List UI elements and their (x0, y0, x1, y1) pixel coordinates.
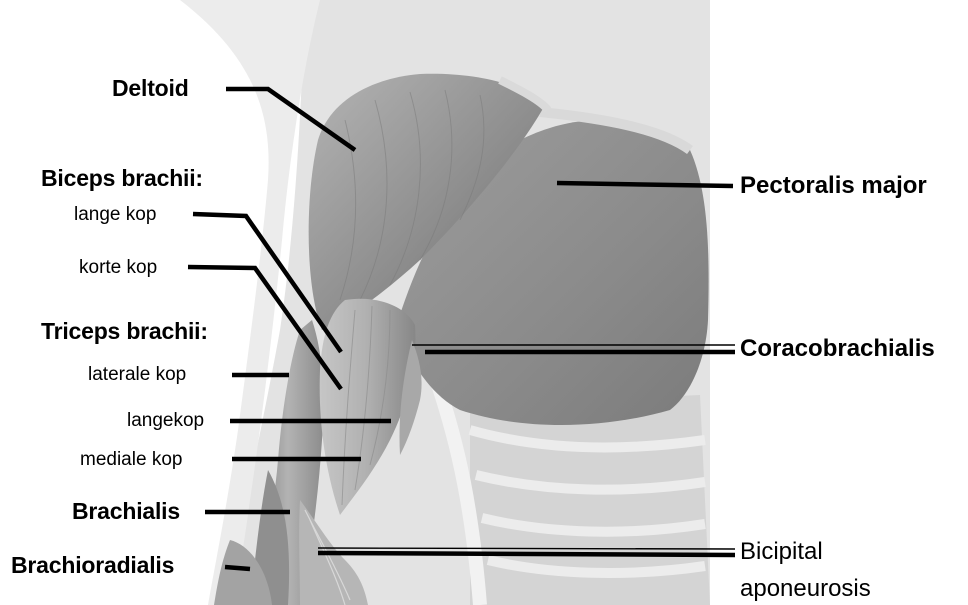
bicipital-aponeurosis-leader-thin (318, 548, 735, 549)
pectoralis-major-leader (557, 183, 733, 186)
bicipital-aponeurosis-leader (318, 553, 735, 555)
label-biceps-short-head: korte kop (79, 258, 157, 277)
label-brachioradialis: Brachioradialis (11, 554, 174, 577)
brachioradialis-leader (225, 567, 250, 569)
label-triceps-brachii: Triceps brachii: (41, 320, 208, 343)
label-deltoid: Deltoid (112, 77, 189, 100)
label-triceps-medial-head: mediale kop (80, 450, 182, 469)
label-triceps-lateral-head: laterale kop (88, 365, 186, 384)
label-biceps-brachii: Biceps brachii: (41, 167, 203, 190)
label-biceps-long-head: lange kop (74, 205, 156, 224)
label-bicipital-line1: Bicipital (740, 540, 823, 564)
label-brachialis: Brachialis (72, 500, 180, 523)
label-triceps-long-head: langekop (127, 411, 204, 430)
label-pectoralis-major: Pectoralis major (740, 174, 927, 198)
label-bicipital-line2: aponeurosis (740, 577, 871, 601)
label-coracobrachialis: Coracobrachialis (740, 337, 935, 361)
